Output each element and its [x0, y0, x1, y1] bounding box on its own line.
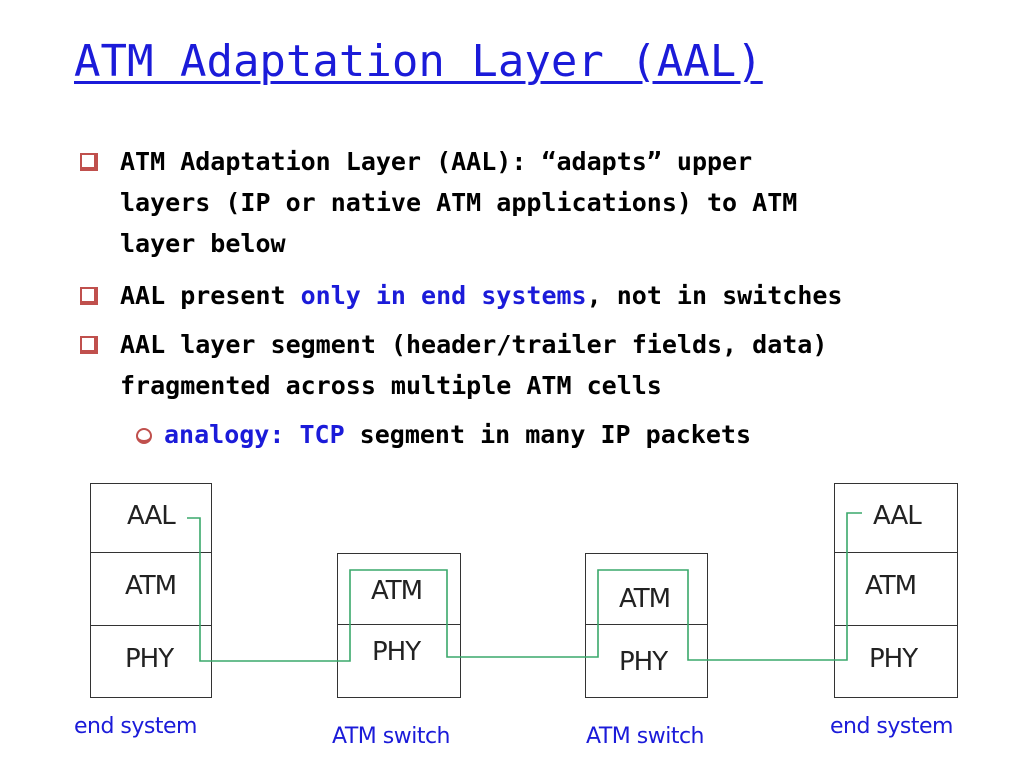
square-bullet-icon [80, 153, 98, 171]
left-end-system-stack: AAL ATM PHY [90, 483, 212, 698]
bullet-line: layer below [120, 229, 286, 258]
switch-1-caption: ATM switch [332, 724, 451, 749]
bullet-text: AAL present [120, 281, 301, 310]
bullet-text: , not in switches [586, 281, 843, 310]
atm-layer-box: ATM [90, 552, 212, 626]
highlight-text: analogy: TCP [164, 420, 345, 449]
left-end-system-caption: end system [74, 714, 197, 739]
square-bullet-icon [80, 336, 98, 354]
bullet-aal-segment: AAL layer segment (header/trailer fields… [120, 324, 960, 406]
sub-bullet-analogy: analogy: TCP segment in many IP packets [164, 414, 964, 455]
switch-2-caption: ATM switch [586, 724, 705, 749]
highlight-text: only in end systems [300, 281, 587, 310]
layer-label: AAL [127, 501, 176, 531]
layer-label: PHY [372, 637, 421, 667]
data-path-line [187, 512, 862, 662]
layer-label: ATM [371, 576, 423, 606]
phy-layer-box: PHY [337, 624, 461, 698]
switch-1-stack: ATM PHY [337, 553, 461, 698]
layer-label: PHY [619, 647, 668, 677]
layer-label: PHY [869, 644, 918, 674]
square-bullet-icon [80, 287, 98, 305]
layer-label: ATM [865, 571, 917, 601]
bullet-line: layers (IP or native ATM applications) t… [120, 188, 798, 217]
phy-layer-box: PHY [90, 625, 212, 698]
slide-title: ATM Adaptation Layer (AAL) [74, 36, 763, 87]
bullet-line: fragmented across multiple ATM cells [120, 371, 662, 400]
circle-bullet-icon [136, 428, 152, 444]
layer-label: ATM [619, 584, 671, 614]
right-end-system-caption: end system [830, 714, 953, 739]
atm-layer-box: ATM [834, 552, 958, 626]
phy-layer-box: PHY [834, 625, 958, 698]
bullet-aal-definition: ATM Adaptation Layer (AAL): “adapts” upp… [120, 141, 960, 264]
bullet-line: AAL layer segment (header/trailer fields… [120, 330, 828, 359]
layer-label: ATM [125, 571, 177, 601]
bullet-line: ATM Adaptation Layer (AAL): “adapts” upp… [120, 147, 753, 176]
layer-label: PHY [125, 644, 174, 674]
right-end-system-stack: AAL ATM PHY [834, 483, 958, 698]
bullet-aal-location: AAL present only in end systems, not in … [120, 275, 960, 316]
sub-bullet-text: segment in many IP packets [344, 420, 752, 449]
aal-layer-box: AAL [834, 483, 958, 553]
layer-label: AAL [873, 501, 922, 531]
